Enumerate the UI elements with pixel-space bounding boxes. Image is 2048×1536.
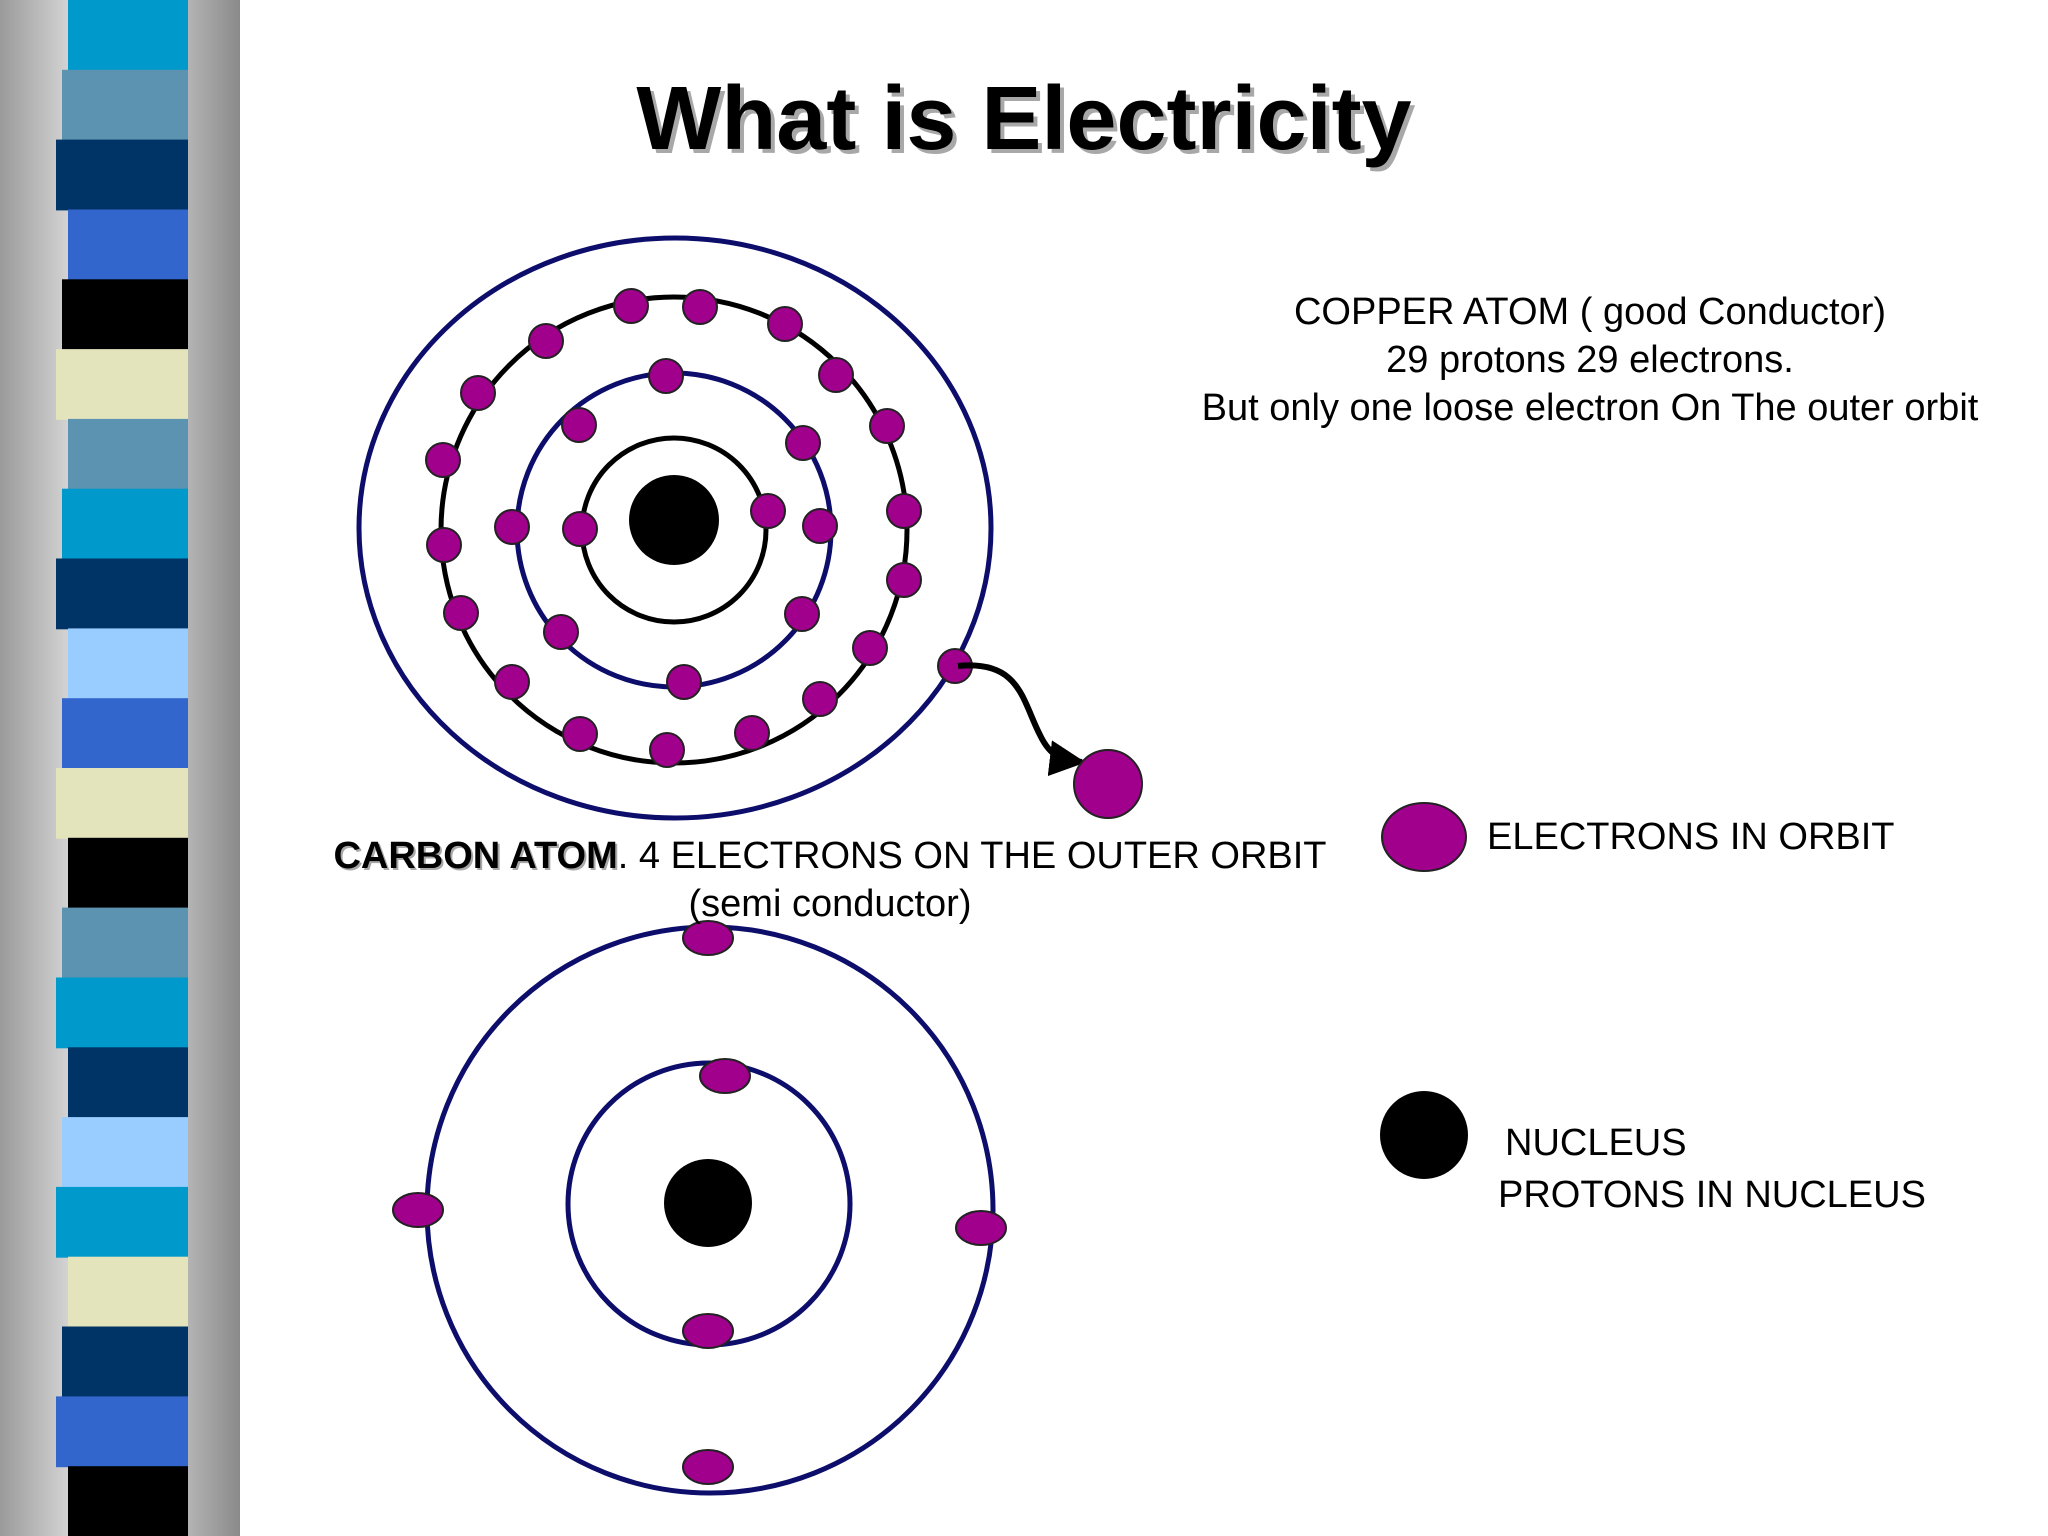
copper-line-2: 29 protons 29 electrons.	[1386, 339, 1794, 381]
stripe-segment	[56, 349, 188, 420]
copper-outer-boundary	[356, 235, 994, 821]
copper-electron	[818, 357, 854, 393]
carbon-nucleus	[664, 1159, 752, 1247]
stripe-segment	[68, 209, 188, 281]
decorative-stripe-bar	[0, 0, 240, 1536]
carbon-electron	[699, 1058, 751, 1094]
stripe-segment	[68, 1256, 188, 1328]
carbon-line-1: CARBON ATOM. 4 ELECTRONS ON THE OUTER OR…	[210, 832, 1450, 880]
stripe-segment	[62, 69, 188, 141]
copper-electron	[528, 323, 564, 359]
copper-electron	[682, 289, 718, 325]
carbon-line-2: (semi conductor)	[688, 883, 972, 925]
copper-electron	[784, 596, 820, 632]
legend-nucleus-icon	[1380, 1091, 1468, 1179]
copper-electron	[561, 407, 597, 443]
copper-electron	[886, 493, 922, 529]
copper-electron	[852, 630, 888, 666]
carbon-electron	[682, 1449, 734, 1485]
copper-electron	[785, 425, 821, 461]
stripe-segment	[68, 628, 188, 700]
loose-electron	[1073, 749, 1143, 819]
legend-protons-label: PROTONS IN NUCLEUS	[1498, 1174, 1926, 1216]
copper-atom	[356, 235, 1143, 821]
stripe-segment	[56, 1186, 188, 1258]
slide-title: What is Electricity	[636, 69, 1412, 169]
copper-electron	[649, 732, 685, 768]
copper-electron	[869, 408, 905, 444]
stripe-segment	[56, 558, 188, 630]
copper-electron	[426, 527, 462, 563]
copper-line-3: But only one loose electron On The outer…	[1201, 387, 1979, 429]
copper-electron	[460, 375, 496, 411]
stripe-segment	[68, 1047, 188, 1119]
copper-electron	[666, 664, 702, 700]
copper-electron	[562, 511, 598, 547]
stripe-segment	[56, 768, 188, 839]
copper-electron	[802, 681, 838, 717]
stripe-segment	[68, 837, 188, 909]
stripe-segment	[56, 139, 188, 211]
legend-electrons-label: ELECTRONS IN ORBIT	[1487, 816, 1895, 858]
carbon-atom	[392, 920, 1007, 1496]
legend-electron-icon	[1381, 802, 1467, 872]
carbon-line-1-rest: . 4 ELECTRONS ON THE OUTER ORBIT	[617, 835, 1327, 877]
copper-line-1: COPPER ATOM ( good Conductor)	[1293, 291, 1887, 333]
stripe-segment	[56, 977, 188, 1049]
copper-electron	[425, 442, 461, 478]
copper-electron	[443, 595, 479, 631]
stripe-segment	[62, 279, 188, 351]
copper-electron	[543, 614, 579, 650]
carbon-electron	[682, 920, 734, 956]
carbon-electron	[682, 1313, 734, 1349]
stripe-segment	[62, 488, 188, 560]
stripe-segment	[62, 698, 188, 769]
copper-nucleus	[629, 475, 719, 565]
stripe-segment	[62, 1117, 188, 1188]
stripe-segment	[68, 418, 188, 490]
copper-electron	[734, 715, 770, 751]
stripe-segment	[62, 1326, 188, 1398]
copper-electron-group	[425, 288, 973, 768]
legend	[1380, 802, 1468, 1179]
copper-electron	[767, 306, 803, 342]
carbon-atom-description: CARBON ATOM. 4 ELECTRONS ON THE OUTER OR…	[210, 832, 1450, 928]
copper-electron	[886, 562, 922, 598]
carbon-atom-name: CARBON ATOM	[333, 835, 618, 877]
copper-atom-description: COPPER ATOM ( good Conductor) 29 protons…	[1170, 288, 2010, 432]
copper-electron	[494, 664, 530, 700]
copper-electron	[802, 508, 838, 544]
copper-electron	[613, 288, 649, 324]
copper-electron	[648, 358, 684, 394]
copper-electron	[494, 509, 530, 545]
loose-electron-arrow	[957, 662, 1086, 777]
stripe-segment	[68, 1466, 188, 1536]
legend-nucleus-label: NUCLEUS	[1505, 1122, 1687, 1164]
carbon-electron	[955, 1210, 1007, 1246]
copper-electron	[750, 493, 786, 529]
stripe-segment	[56, 1396, 188, 1468]
stripe-segment	[62, 907, 188, 979]
carbon-electron	[392, 1192, 444, 1228]
stripe-segment	[68, 0, 188, 71]
copper-electron	[562, 716, 598, 752]
